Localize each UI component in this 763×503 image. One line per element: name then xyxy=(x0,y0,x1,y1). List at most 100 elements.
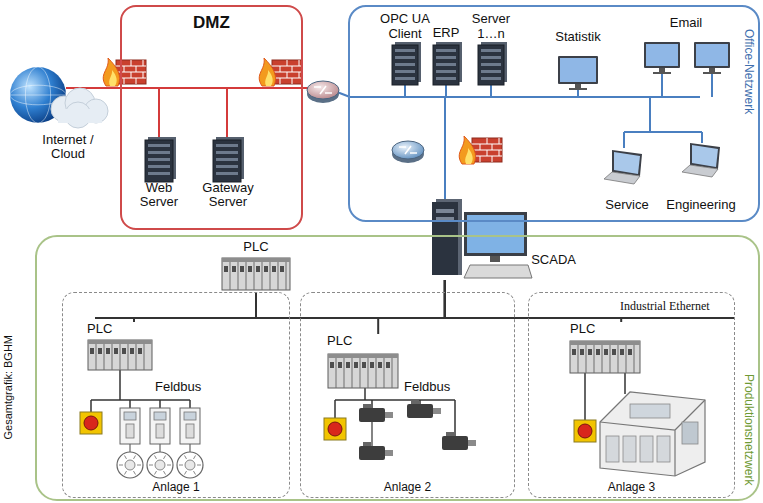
feldbus xyxy=(419,400,421,404)
module-led xyxy=(248,266,252,272)
plant-label: Anlage 2 xyxy=(384,481,431,494)
valve-body xyxy=(359,446,385,460)
estop-button xyxy=(84,416,98,430)
motor-fin xyxy=(164,471,166,474)
plc-rack xyxy=(570,341,640,373)
cloud-icon xyxy=(51,88,108,128)
office-drop xyxy=(711,74,713,97)
valve-port xyxy=(446,432,454,436)
module-divider xyxy=(594,345,595,373)
module-led xyxy=(138,348,142,354)
device-node: Gateway Server xyxy=(195,128,261,212)
motor-fin xyxy=(155,471,157,474)
module-divider xyxy=(96,344,97,370)
screen xyxy=(614,152,640,174)
module-divider xyxy=(360,358,361,388)
office-bus xyxy=(350,96,700,98)
mortar xyxy=(143,72,144,78)
drive-bay xyxy=(436,209,454,213)
motor-symbol xyxy=(177,452,203,478)
device-label: Service xyxy=(605,198,648,213)
flame xyxy=(103,58,119,86)
module-divider xyxy=(128,344,129,370)
device-label: Web Server xyxy=(132,181,186,210)
estop-button xyxy=(328,422,342,436)
emergency-stop xyxy=(574,420,596,442)
drive-bay xyxy=(216,144,238,147)
laptop-base xyxy=(604,172,640,184)
module-led xyxy=(346,362,350,368)
office-drop xyxy=(577,90,579,97)
drive-bay xyxy=(148,172,170,175)
valve-port xyxy=(363,442,371,446)
mortar xyxy=(480,156,481,162)
module-divider xyxy=(238,262,239,290)
valve-body xyxy=(442,436,468,450)
feldbus xyxy=(364,388,366,400)
screen xyxy=(560,58,596,82)
module-led xyxy=(264,266,268,272)
server-body xyxy=(392,45,418,85)
mortar xyxy=(136,66,137,72)
rack-body xyxy=(570,341,640,373)
monitor-icon xyxy=(644,42,680,74)
mortar xyxy=(292,66,293,72)
stand-foot xyxy=(703,72,721,74)
mortar xyxy=(131,72,132,78)
motor-fin xyxy=(194,471,196,474)
motor-shaft xyxy=(185,460,195,470)
cloud-body xyxy=(58,109,102,123)
ethernet-link xyxy=(445,280,621,322)
module-led xyxy=(106,348,110,354)
mortar xyxy=(124,66,125,72)
laptop-lid xyxy=(612,150,642,176)
motor-fin xyxy=(179,465,183,466)
bus-label: Feldbus xyxy=(404,380,450,395)
label-holder: Feldbus xyxy=(404,380,450,395)
router-icon xyxy=(307,81,339,103)
drive-bay xyxy=(216,165,238,168)
laptop-icon xyxy=(604,150,642,184)
office-drop xyxy=(623,132,625,148)
module-led xyxy=(370,362,374,368)
motor-fin xyxy=(134,455,136,458)
drive-bay xyxy=(481,56,501,59)
network-zone: ProduktionsnetzwerkPLCAnlage 1PLCAnlage … xyxy=(35,235,760,501)
module-divider xyxy=(112,344,113,370)
brick-wall xyxy=(272,60,302,84)
label-holder: Feldbus xyxy=(155,380,201,395)
device-label: Server 1…n xyxy=(468,12,514,41)
feldbus xyxy=(119,370,121,400)
flame-core xyxy=(265,70,273,86)
drive-display xyxy=(124,412,136,420)
module-divider xyxy=(634,345,635,373)
machine-illustration xyxy=(600,392,705,476)
firewall-icon xyxy=(103,58,146,86)
motor-symbol xyxy=(147,452,173,478)
router-arrows xyxy=(314,86,332,94)
machine-panel xyxy=(623,436,636,462)
drive-bay xyxy=(481,63,501,66)
keyboard xyxy=(464,265,532,278)
drive-bay xyxy=(481,77,501,80)
server-icon xyxy=(145,137,176,182)
valve-actuator xyxy=(407,400,441,418)
module-divider xyxy=(344,358,345,388)
module-led xyxy=(628,349,632,355)
ethernet-link xyxy=(256,280,445,318)
drive-bay xyxy=(216,172,238,175)
feldbus xyxy=(584,373,586,420)
module-led xyxy=(130,348,134,354)
device-node: Service xyxy=(595,140,659,215)
motor-fin xyxy=(125,471,127,474)
device-node: PLC xyxy=(220,238,292,292)
motor-housing xyxy=(117,452,143,478)
router-top xyxy=(307,81,339,99)
device-label: PLC xyxy=(570,322,595,337)
router-icon xyxy=(392,141,424,163)
module-divider xyxy=(270,262,271,290)
office-drop xyxy=(445,85,447,97)
mortar xyxy=(487,138,488,144)
drive-bay xyxy=(395,56,415,59)
monitor-frame xyxy=(644,42,680,68)
